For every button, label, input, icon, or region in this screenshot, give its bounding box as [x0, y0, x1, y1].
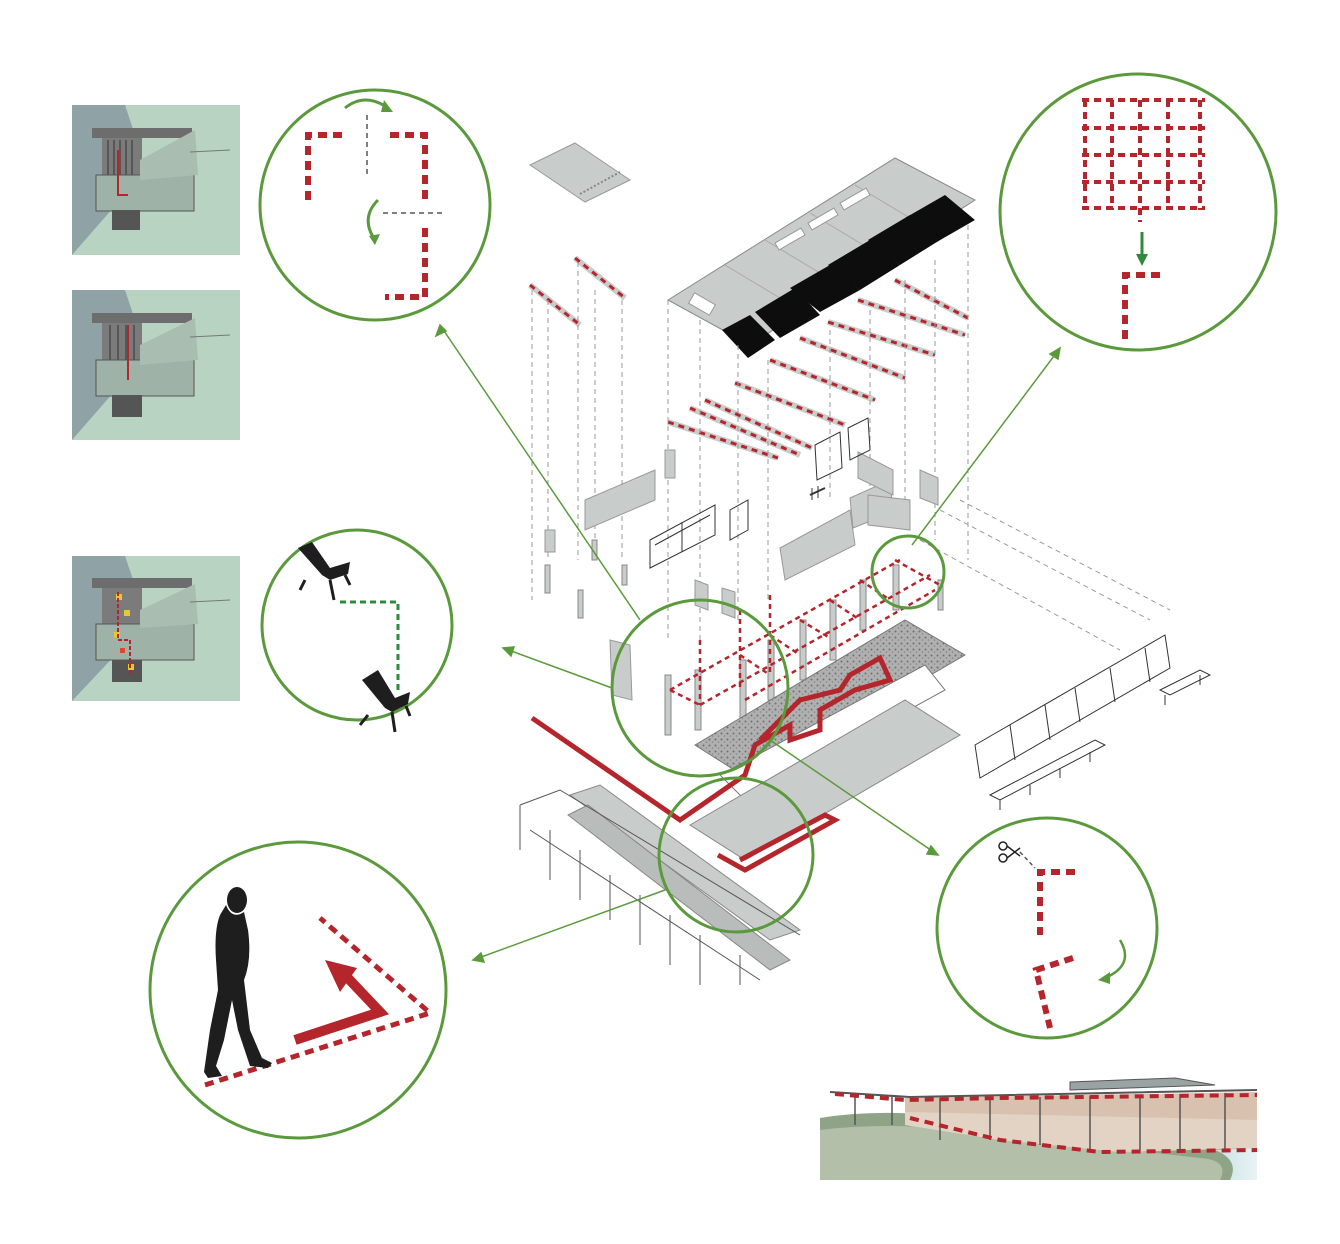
circulation-path: [530, 654, 894, 873]
plan-thumbnail-3: [72, 556, 240, 701]
plan-thumbnail-1: [72, 105, 240, 255]
detail-circle-chairs-path: [260, 528, 454, 733]
highlight-rings: [610, 534, 946, 934]
roof-beams: [528, 255, 970, 461]
site-elevation-view: [820, 1077, 1258, 1180]
detail-circle-cut-rotate: [935, 816, 1159, 1040]
scissors-icon: [998, 841, 1021, 863]
foundation-layer: [519, 784, 802, 985]
detail-circle-grid-extract: [998, 72, 1278, 352]
window-frames: [649, 417, 871, 569]
roof-layer: [529, 142, 976, 358]
connector-arrows: [434, 323, 1062, 963]
detail-circle-walking-person: [148, 840, 448, 1140]
chair-icon: [358, 670, 412, 733]
plan-thumbnail-2: [72, 290, 240, 440]
chair-icon: [298, 542, 352, 601]
person-silhouette-icon: [204, 887, 272, 1078]
east-wing-frames: [974, 634, 1212, 810]
detail-circle-rotate-l-path: [258, 88, 492, 322]
wall-panels: [544, 449, 939, 701]
